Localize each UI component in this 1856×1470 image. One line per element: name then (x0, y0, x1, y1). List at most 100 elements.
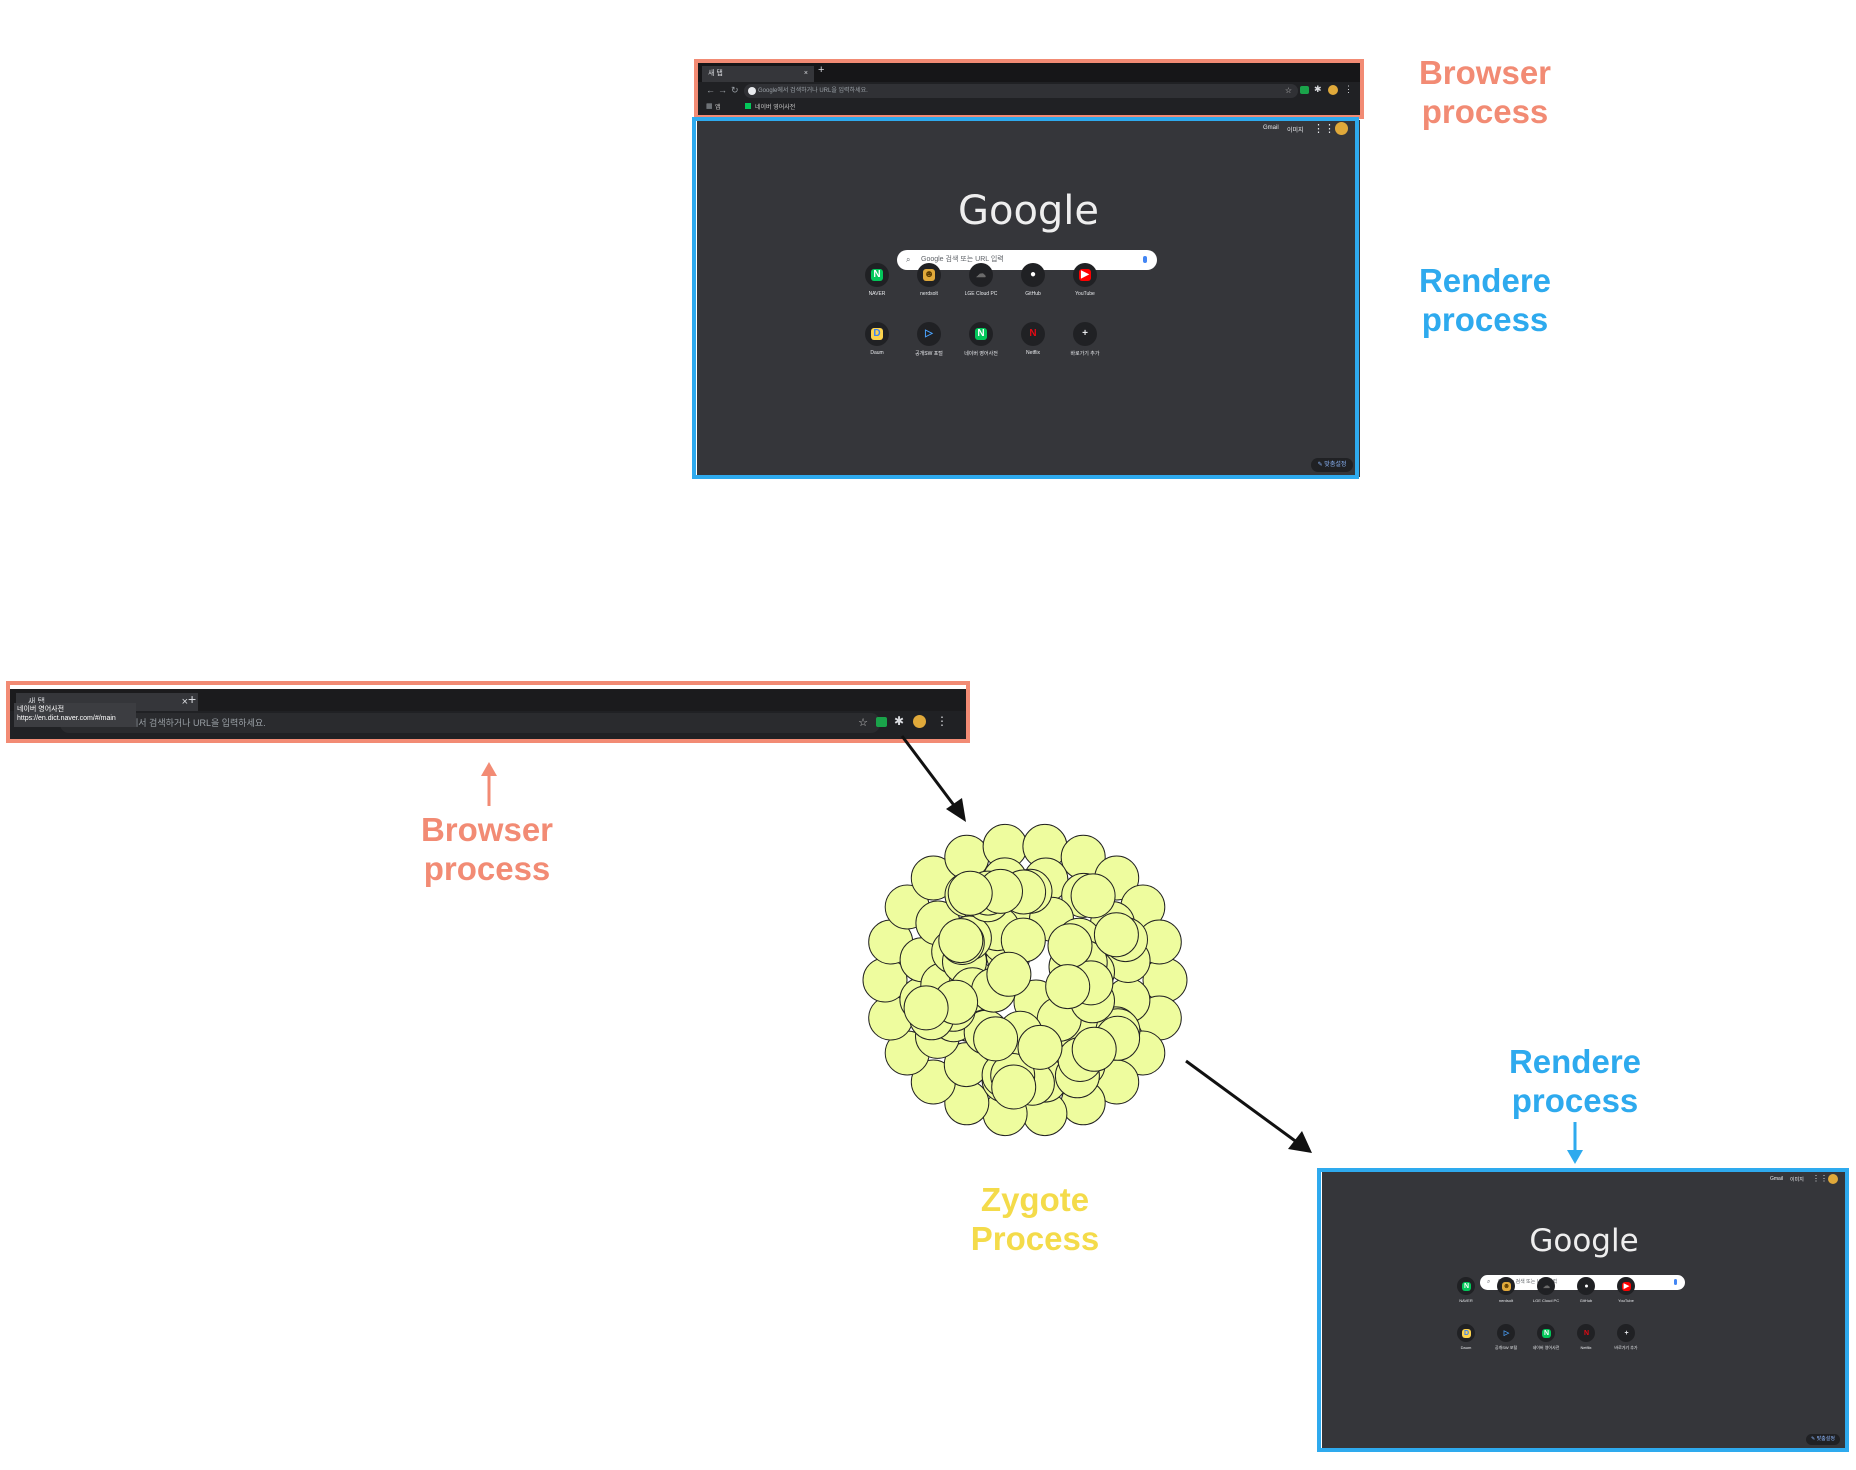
bookmark-apps[interactable]: 앱 (715, 105, 721, 111)
top-browser-process-frame (694, 59, 1364, 119)
gmail-link[interactable]: Gmail (1770, 1176, 1784, 1182)
menu-icon[interactable]: ⋮ (936, 714, 948, 728)
shortcut-label: 네이버 영어사전 (964, 351, 998, 357)
shortcut-icon: ● (1021, 263, 1045, 287)
shortcut-glyph: + (1079, 328, 1091, 340)
omnibox[interactable]: 에서 검색하거나 URL을 입력하세요. ☆ (60, 713, 880, 733)
apps-grid-icon[interactable]: ⋮⋮ (1313, 123, 1335, 135)
shortcut-tile[interactable]: ☻nerdsolt (1486, 1277, 1526, 1303)
shortcut-glyph: ● (1027, 269, 1039, 281)
zygote-cell (1045, 964, 1091, 1010)
shortcut-tile[interactable]: ●GitHub (1566, 1277, 1606, 1303)
shortcut-icon: ▷ (1497, 1324, 1515, 1342)
zygote-process-label: Zygote Process (970, 1181, 1100, 1257)
shortcut-tile[interactable]: N 네이버 영어사전 (956, 322, 1006, 357)
new-tab-button[interactable]: + (818, 64, 825, 76)
close-icon[interactable]: × (181, 696, 188, 708)
shortcut-icon: ▷ (917, 322, 941, 346)
extension-icon[interactable] (1300, 86, 1309, 94)
google-logo: Google (1529, 1223, 1639, 1259)
zygote-cell (938, 918, 984, 964)
bookmark-naver-dict[interactable]: 네이버 영어사전 (755, 105, 796, 111)
up-arrow (481, 762, 497, 806)
customize-button[interactable]: ✎ 맞춤설정 (1311, 458, 1353, 472)
bookmark-icon (745, 103, 751, 109)
mic-icon[interactable] (1143, 256, 1147, 263)
menu-icon[interactable]: ⋮ (1344, 84, 1353, 94)
shortcut-tile[interactable]: +바로가기 추가 (1606, 1324, 1646, 1351)
shortcut-glyph: N (975, 328, 987, 340)
close-icon[interactable]: × (803, 70, 808, 77)
shortcut-label: GitHub (1579, 1298, 1593, 1303)
avatar[interactable] (1828, 1174, 1838, 1184)
shortcut-glyph: ☁ (975, 269, 987, 281)
apps-grid-icon[interactable]: ⋮⋮ (1812, 1174, 1828, 1183)
avatar[interactable] (913, 715, 926, 728)
shortcut-tile[interactable]: +바로가기 추가 (1060, 322, 1110, 357)
tab-new-tab[interactable]: 새 탭 × (702, 66, 814, 82)
omnibox-partial-text: 에서 검색하거나 URL을 입력하세요. (130, 718, 266, 728)
omnibox[interactable]: Google에서 검색하거나 URL을 입력하세요. ☆ (744, 84, 1298, 98)
puzzle-icon[interactable]: ✱ (1314, 84, 1322, 94)
shortcut-icon: N (1457, 1277, 1475, 1295)
shortcut-label: NAVER (868, 291, 886, 297)
shortcut-tile[interactable]: ● GitHub (1008, 263, 1058, 297)
forward-icon[interactable]: → (718, 85, 727, 95)
shortcut-icon: ☻ (917, 263, 941, 287)
gmail-link[interactable]: Gmail (1263, 125, 1279, 131)
shortcut-glyph: ▷ (923, 328, 935, 340)
customize-button[interactable]: ✎ 맞춤설정 (1806, 1434, 1840, 1445)
puzzle-icon[interactable]: ✱ (894, 714, 905, 728)
shortcut-label: Daum (1460, 1345, 1472, 1350)
shortcut-tile[interactable]: N Netflix (1566, 1324, 1606, 1350)
reload-icon[interactable]: ↻ (731, 85, 739, 95)
shortcut-label: Daum (870, 350, 884, 356)
shortcut-tile[interactable]: ▷공개SW 포털 (904, 322, 954, 357)
shortcut-label: GitHub (1025, 291, 1041, 297)
bottom-browser-chrome: 새 탭 × + 에서 검색하거나 URL을 입력하세요. ☆ 네이버 영어사전 … (10, 689, 968, 739)
zygote-cell (1071, 1026, 1117, 1072)
star-icon[interactable]: ☆ (858, 717, 868, 729)
shortcut-label: Netflix (1580, 1345, 1592, 1350)
shortcut-tile[interactable]: ▶YouTube (1060, 263, 1110, 297)
new-tab-button[interactable]: + (188, 691, 197, 707)
search-icon: ⌕ (1487, 1279, 1491, 1285)
zygote-cell (973, 1016, 1019, 1062)
browser-process-label-bottom: Browser process (420, 811, 554, 887)
shortcut-tile[interactable]: ▶YouTube (1606, 1277, 1646, 1303)
images-link[interactable]: 이미지 (1790, 1177, 1804, 1183)
zygote-cell (986, 951, 1032, 997)
images-link[interactable]: 이미지 (1287, 128, 1304, 134)
avatar[interactable] (1328, 85, 1338, 95)
back-icon[interactable]: ← (706, 85, 715, 95)
down-arrow (1567, 1122, 1583, 1164)
shortcut-icon: ☁ (969, 263, 993, 287)
shortcut-glyph: + (1622, 1329, 1631, 1338)
mic-icon[interactable] (1674, 1279, 1677, 1285)
shortcut-glyph: ▶ (1622, 1282, 1631, 1291)
search-placeholder: Google 검색 또는 URL 입력 (1498, 1279, 1558, 1285)
star-icon[interactable]: ☆ (1284, 86, 1292, 95)
zygote-cell (1047, 923, 1093, 969)
shortcut-tile[interactable]: ☻nerdsolt (904, 263, 954, 297)
tooltip-title: 네이버 영어사전 (17, 706, 65, 713)
shortcut-tile[interactable]: ▷공개SW 포털 (1486, 1324, 1526, 1351)
shortcut-glyph: ☻ (923, 269, 935, 281)
shortcut-label: LGE Cloud PC (964, 291, 998, 297)
shortcut-glyph: N (1582, 1329, 1591, 1338)
shortcut-tile[interactable]: ☁LGE Cloud PC (1526, 1277, 1566, 1303)
shortcut-tile[interactable]: ☁ LGE Cloud PC (956, 263, 1006, 297)
shortcut-glyph: ▷ (1502, 1329, 1511, 1338)
shortcut-icon: + (1617, 1324, 1635, 1342)
shortcut-glyph: N (1542, 1329, 1551, 1338)
apps-icon[interactable]: ▦ (706, 103, 713, 110)
avatar[interactable] (1335, 122, 1348, 135)
zygote-cell (1093, 912, 1139, 958)
extension-icon[interactable] (876, 717, 887, 727)
